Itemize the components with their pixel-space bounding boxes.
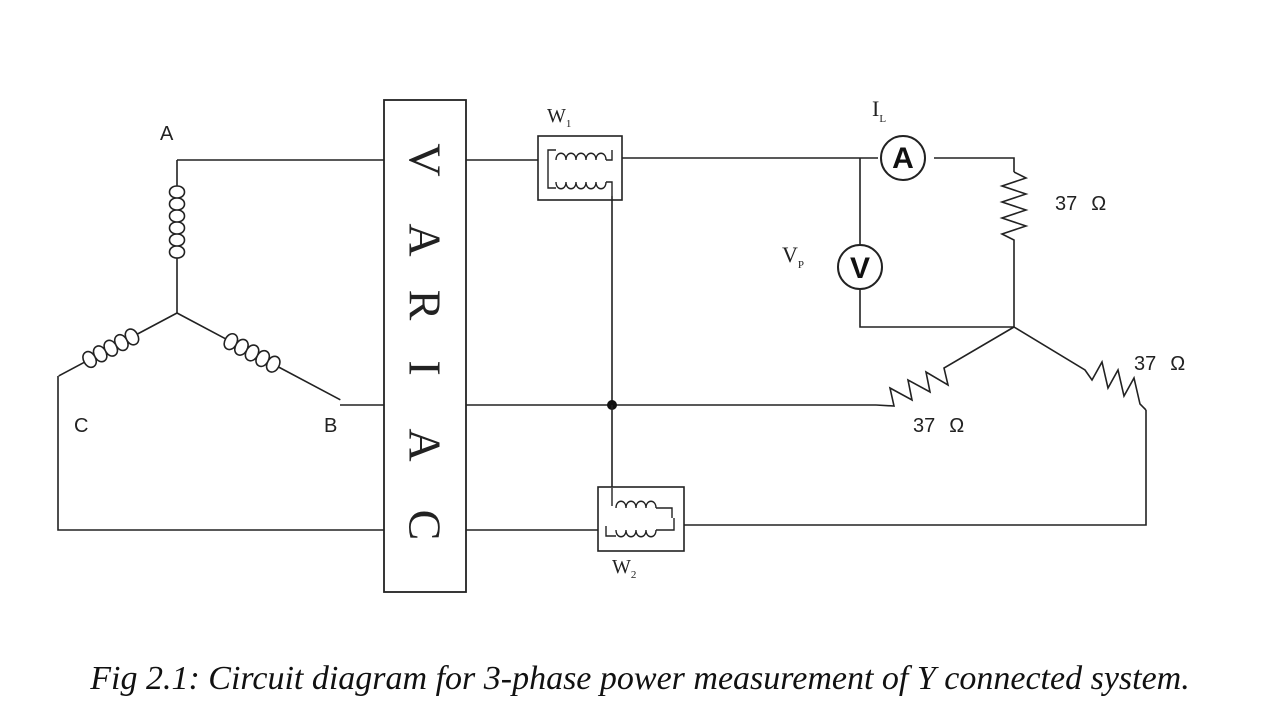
wattmeter-w2-box bbox=[597, 486, 685, 552]
coil-phase-c bbox=[58, 312, 178, 377]
variac-letter-4: I bbox=[400, 360, 451, 375]
label-phase-a: A bbox=[160, 123, 174, 145]
variac-letter-1: V bbox=[400, 143, 451, 176]
ammeter-circle bbox=[880, 135, 926, 181]
coil-phase-a bbox=[168, 160, 186, 313]
variac-letter-2: A bbox=[400, 223, 451, 256]
variac-letter-6: C bbox=[400, 510, 451, 541]
label-phase-b: B bbox=[324, 415, 337, 437]
resistor-r2 bbox=[875, 326, 1015, 407]
wattmeter-w2-current-coil bbox=[605, 518, 675, 538]
voltage-label: VP bbox=[782, 242, 804, 271]
current-label: IL bbox=[872, 96, 886, 125]
resistor-r3 bbox=[1013, 326, 1147, 411]
variac-letter-5: A bbox=[400, 428, 451, 461]
variac-letter-3: R bbox=[400, 290, 451, 321]
wire-line-c bbox=[466, 410, 1147, 531]
wattmeter-w1-label: W1 bbox=[547, 105, 571, 130]
label-phase-c: C bbox=[74, 415, 88, 437]
wire-voltmeter-bottom bbox=[859, 290, 1014, 328]
circuit-diagram: A B C V A R I A C W1 W2 A bbox=[57, 96, 1185, 593]
wire-line-a bbox=[466, 157, 1015, 172]
figure-caption: Fig 2.1: Circuit diagram for 3-phase pow… bbox=[90, 660, 1190, 697]
wattmeter-w1-voltage-coil bbox=[547, 162, 613, 196]
variac-label: V A R I A C bbox=[400, 143, 451, 540]
coil-phase-b bbox=[176, 312, 341, 401]
wattmeter-w2: W2 bbox=[597, 486, 685, 581]
wattmeter-w2-voltage-coil bbox=[611, 488, 673, 518]
ammeter: A IL bbox=[872, 96, 926, 181]
voltmeter-symbol: V bbox=[850, 252, 870, 285]
wattmeter-w1: W1 bbox=[537, 105, 623, 405]
load-y-connection bbox=[875, 171, 1147, 411]
wattmeter-w2-label: W2 bbox=[612, 556, 636, 581]
source-y-connection bbox=[58, 160, 341, 401]
wire-c-to-variac bbox=[57, 376, 384, 531]
wattmeter-w1-box bbox=[537, 135, 623, 201]
voltmeter: V VP bbox=[782, 242, 883, 290]
ammeter-symbol: A bbox=[892, 142, 914, 175]
voltmeter-circle bbox=[837, 244, 883, 290]
variac-box bbox=[383, 99, 467, 593]
resistor-r1 bbox=[999, 171, 1029, 327]
wattmeter-w1-current-coil bbox=[547, 149, 613, 162]
